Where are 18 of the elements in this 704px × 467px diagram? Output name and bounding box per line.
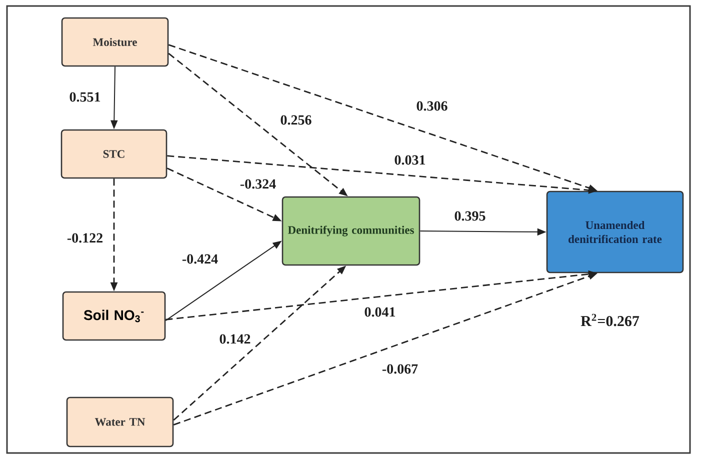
input-box: Soil NO$_{3}$- bbox=[62, 291, 166, 341]
edge-label: 0.041 bbox=[363, 306, 397, 318]
input-box: Moisture bbox=[61, 17, 169, 67]
input-box: Water TN bbox=[66, 396, 174, 448]
edge-label: 0.256 bbox=[279, 114, 313, 126]
edge-label: 0.031 bbox=[393, 154, 427, 166]
edge-label: 0.142 bbox=[218, 333, 252, 345]
edge-label: -0.324 bbox=[238, 178, 278, 190]
process-box: Denitrifying communities bbox=[282, 196, 420, 266]
edge-label: -0.067 bbox=[380, 363, 420, 375]
edge-label: 0.551 bbox=[68, 91, 102, 103]
input-box: STC bbox=[60, 129, 168, 179]
edge-label: 0.306 bbox=[415, 100, 449, 112]
edge-label: -0.122 bbox=[66, 232, 104, 244]
outcome-box: Unamended denitrification rate bbox=[546, 190, 684, 274]
edge-label: -0.424 bbox=[180, 253, 220, 265]
r-squared-label: R$^{2}$=0.267 bbox=[580, 314, 640, 326]
edge-label: 0.395 bbox=[453, 210, 487, 222]
